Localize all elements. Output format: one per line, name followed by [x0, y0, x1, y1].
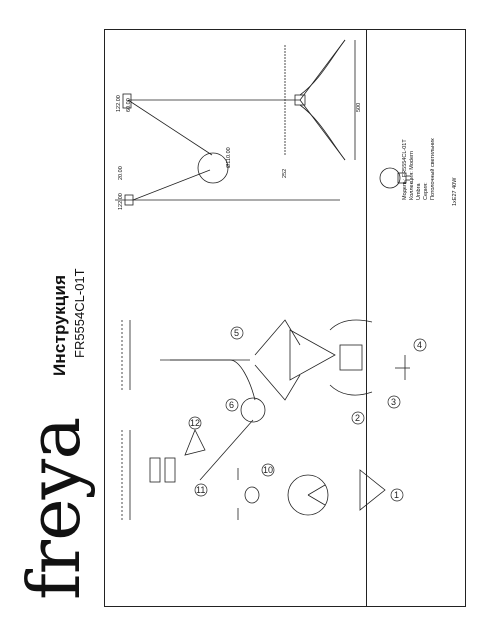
dim-label-4: 60.00	[126, 98, 132, 112]
step-marker-2: 2	[351, 411, 365, 425]
step-marker-6: 6	[225, 398, 239, 412]
svg-text:3: 3	[391, 397, 396, 407]
spec-name: Umbra	[416, 183, 422, 200]
spec-model: Модель: FR5554CL-01T	[402, 139, 408, 200]
step-marker-4: 4	[413, 338, 427, 352]
step-marker-5: 5	[230, 326, 244, 340]
bulb-icon	[379, 167, 410, 189]
svg-text:10: 10	[263, 465, 273, 475]
svg-text:2: 2	[355, 413, 360, 423]
dim-label-3: 122.00	[116, 95, 122, 112]
step-marker-12: 12	[188, 416, 202, 430]
svg-text:5: 5	[234, 328, 239, 338]
dim-label-1: 122.00	[118, 193, 124, 210]
dim-label-5: Ø110.00	[226, 147, 232, 168]
page-frame	[104, 29, 466, 607]
page-divider	[366, 29, 367, 607]
assembly-steps-drawing	[121, 319, 410, 520]
svg-text:11: 11	[196, 485, 205, 495]
svg-text:6: 6	[229, 400, 234, 410]
svg-text:4: 4	[417, 340, 422, 350]
spec-collection: Коллекция: Modern	[409, 151, 415, 200]
power-rating: 1xE27 40W	[452, 177, 458, 206]
spec-series: Серия:	[423, 182, 429, 200]
dim-label-2: 20.00	[118, 166, 124, 180]
dim-label-6: 252	[282, 168, 288, 178]
svg-text:1: 1	[394, 490, 399, 500]
step-marker-1: 1	[390, 488, 404, 502]
svg-text:12: 12	[190, 418, 200, 428]
step-marker-11: 11	[194, 483, 208, 497]
dim-label-7: 500	[356, 102, 362, 112]
step-marker-3: 3	[387, 395, 401, 409]
spec-type: Потолочный светильник	[430, 138, 436, 200]
spec-block: Модель: FR5554CL-01T Коллекция: Modern U…	[402, 10, 437, 200]
lamp-outline-drawing	[115, 39, 356, 206]
step-marker-10: 10	[261, 463, 275, 477]
